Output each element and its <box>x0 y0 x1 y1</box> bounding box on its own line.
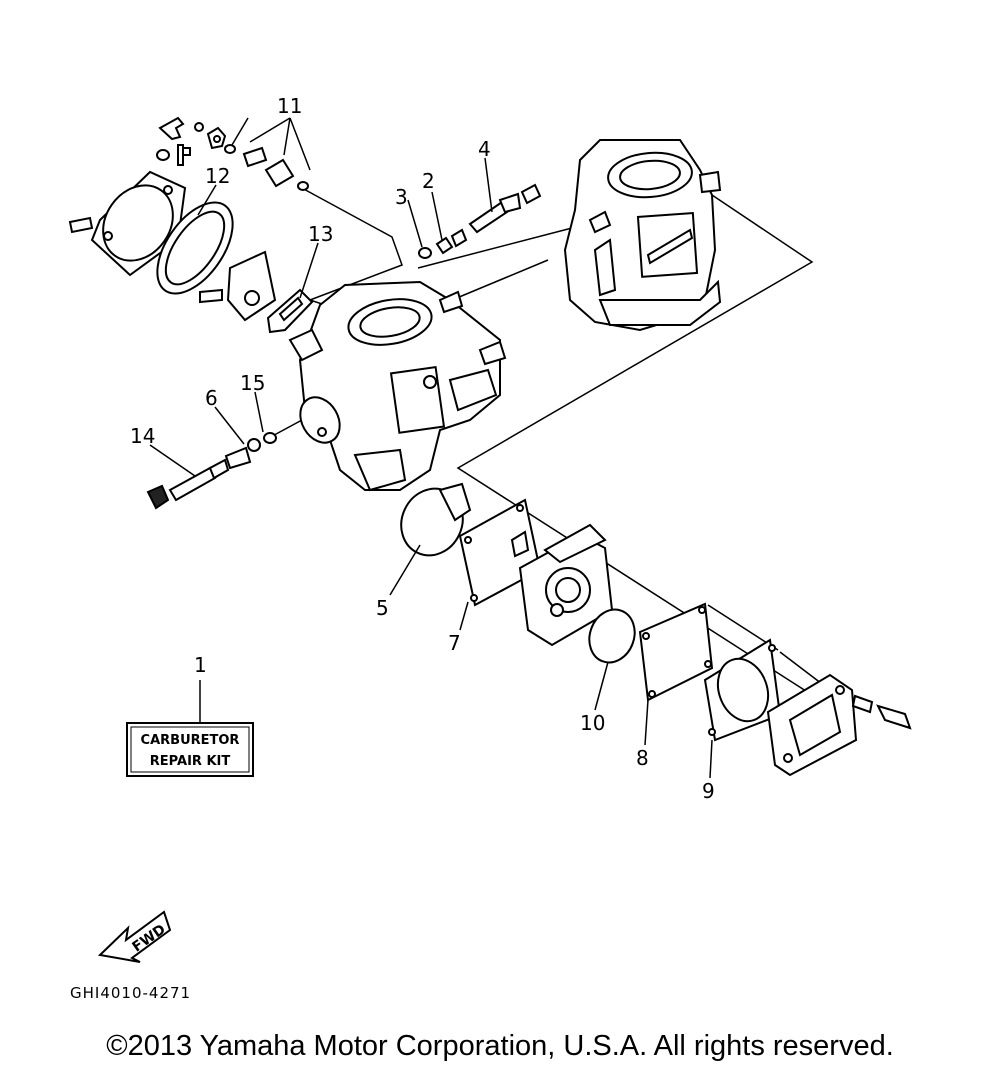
callout-4: 4 <box>478 137 491 161</box>
callout-1: 1 <box>194 653 207 677</box>
part-9-gasket <box>703 638 782 742</box>
diaphragm-cover-12 <box>68 170 277 322</box>
callout-leaders <box>149 117 713 779</box>
callout-12: 12 <box>205 164 230 188</box>
gasket-13 <box>266 288 314 334</box>
diagram-code: GHI4010-4271 <box>70 984 191 1000</box>
callout-13: 13 <box>308 222 333 246</box>
copyright-notice: ©2013 Yamaha Motor Corporation, U.S.A. A… <box>106 1030 894 1062</box>
callout-8: 8 <box>636 746 649 770</box>
callout-10: 10 <box>580 711 605 735</box>
part-10-diaphragm <box>588 608 636 664</box>
left-carburetor-body <box>288 280 507 492</box>
part-5-diaphragm <box>400 482 472 557</box>
pump-cover <box>766 673 912 777</box>
callout-2: 2 <box>422 169 435 193</box>
pump-body <box>518 523 614 647</box>
callout-9: 9 <box>702 779 715 803</box>
kit-label-line1: CARBURETOR <box>141 733 240 748</box>
carburetor-exploded-diagram: 11 12 13 3 2 4 15 6 14 5 7 10 8 9 1 CARB… <box>68 94 912 1000</box>
hardware-group-11 <box>156 116 309 191</box>
callout-6: 6 <box>205 386 218 410</box>
callout-3: 3 <box>395 185 408 209</box>
part-7-plate <box>458 498 542 607</box>
kit-label-line2: REPAIR KIT <box>150 754 231 769</box>
callout-5: 5 <box>376 596 389 620</box>
needle-valve-parts <box>418 183 542 259</box>
fwd-arrow-icon: FWD <box>97 910 172 963</box>
callout-14: 14 <box>130 424 155 448</box>
right-carburetor-body <box>563 139 722 332</box>
pilot-screw-parts <box>146 432 277 510</box>
repair-kit-label: CARBURETOR REPAIR KIT <box>126 722 254 777</box>
callout-15: 15 <box>240 371 265 395</box>
guide-lines <box>264 186 831 701</box>
part-8-plate <box>638 602 714 702</box>
callout-7: 7 <box>448 631 461 655</box>
callout-numbers: 11 12 13 3 2 4 15 6 14 5 7 10 8 9 1 <box>130 94 715 803</box>
callout-11: 11 <box>277 94 302 118</box>
